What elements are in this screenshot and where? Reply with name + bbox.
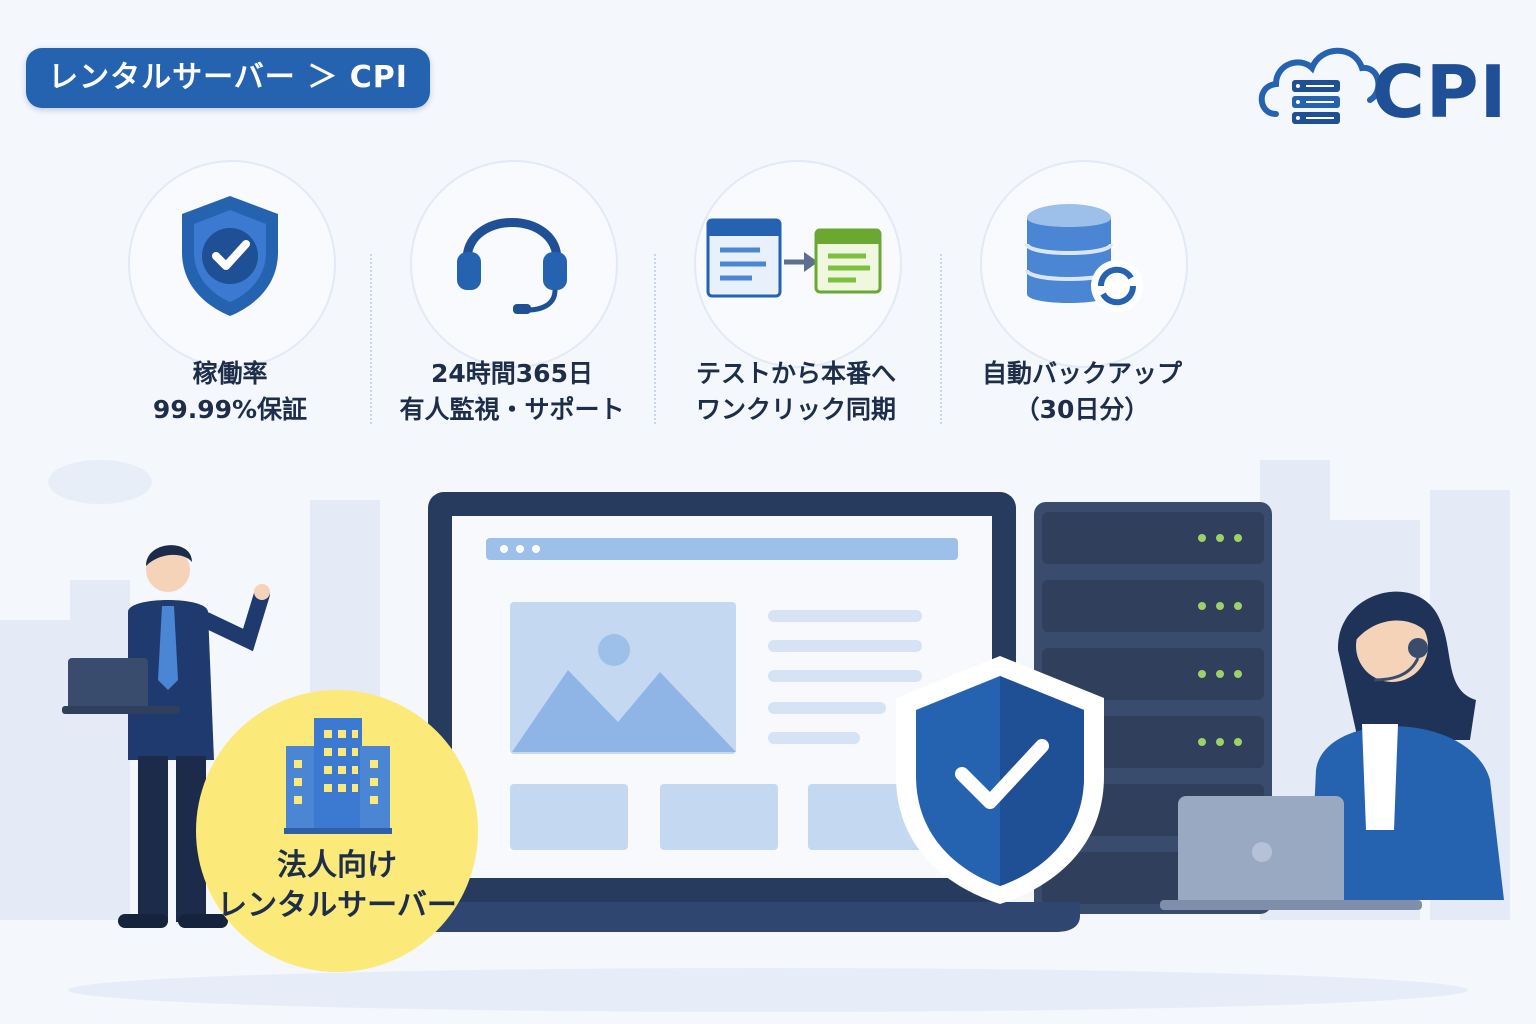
headset-icon [457,218,567,314]
feature-ring [980,160,1188,368]
support-agent-illustration [1160,591,1504,910]
badge-label: 法人向け レンタルサーバー [217,848,457,923]
feature-label: テストから本番へワンクリック同期 [695,359,896,424]
database-backup-icon [1025,204,1143,312]
logo-text[interactable]: CPI [1372,50,1508,134]
hero-illustration [0,460,1510,1012]
feature-support: 24時間365日有人監視・サポート [382,160,642,440]
feature-ring [410,160,618,368]
feature-label: 自動バックアップ（30日分） [981,359,1182,424]
feature-backup: 自動バックアップ（30日分） [952,160,1212,440]
feature-label: 24時間365日有人監視・サポート [399,359,625,424]
cloud-server-icon [1258,47,1382,124]
office-building-icon [284,718,392,834]
window-sync-icon [706,218,882,298]
breadcrumb[interactable]: レンタルサーバー ＞ CPI [26,48,430,108]
security-shield-icon [896,656,1104,904]
businessman-illustration [62,545,270,928]
shield-check-icon [182,196,278,316]
feature-sync: テストから本番へワンクリック同期 [666,160,926,440]
